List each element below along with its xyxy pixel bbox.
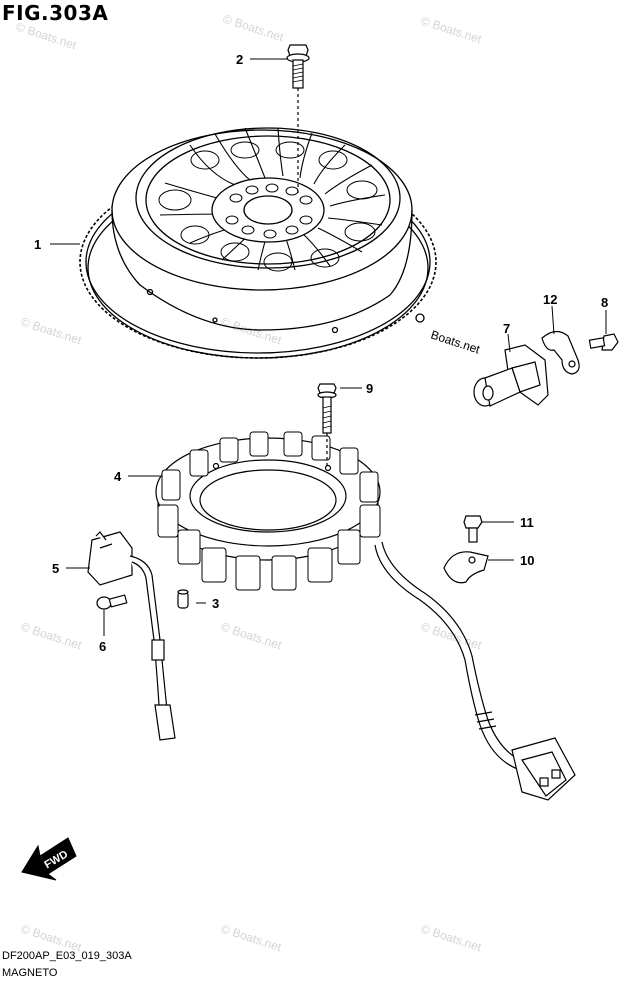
bolt-11 [463,515,483,543]
stator-bolt [317,383,337,468]
fwd-arrow: FWD [21,837,77,881]
callout-7: 7 [503,321,510,336]
callout-2: 2 [236,52,243,67]
figure-code: DF200AP_E03_019_303A [2,950,132,962]
callout-10: 10 [520,553,534,568]
flywheel [79,127,437,359]
callout-4: 4 [114,469,122,484]
callout-1: 1 [34,237,41,252]
watermark: © Boats.net [221,12,286,45]
figure-name: MAGNETO [2,967,58,979]
watermark: © Boats.net [419,922,484,955]
watermark: © Boats.net [219,620,284,653]
watermark: © Boats.net [14,20,79,53]
callout-11: 11 [520,515,534,530]
stator-harness [374,541,576,801]
watermark: © Boats.net [419,14,484,47]
exciter-coil-5 [87,531,176,741]
watermark-inline: Boats.net [429,328,482,357]
watermark: © Boats.net [419,620,484,653]
pulser-coil [473,344,549,407]
watermark: © Boats.net [19,315,84,348]
clamp-10 [443,551,489,584]
screw-6 [96,594,128,610]
stator [155,431,381,591]
clamp-12 [541,330,580,375]
watermark: © Boats.net [219,922,284,955]
callout-12: 12 [543,292,557,307]
watermark: © Boats.net [219,315,284,348]
callout-6: 6 [99,639,106,654]
callout-9: 9 [366,381,373,396]
dowel-pin-3 [177,589,189,609]
flywheel-bolt [286,44,310,196]
callout-8: 8 [601,295,608,310]
bolt-8 [588,333,619,351]
leader-lines [50,58,607,636]
watermark: © Boats.net [19,620,84,653]
callout-3: 3 [212,596,219,611]
figure-title: FIG.303A [2,1,109,25]
callout-5: 5 [52,561,59,576]
